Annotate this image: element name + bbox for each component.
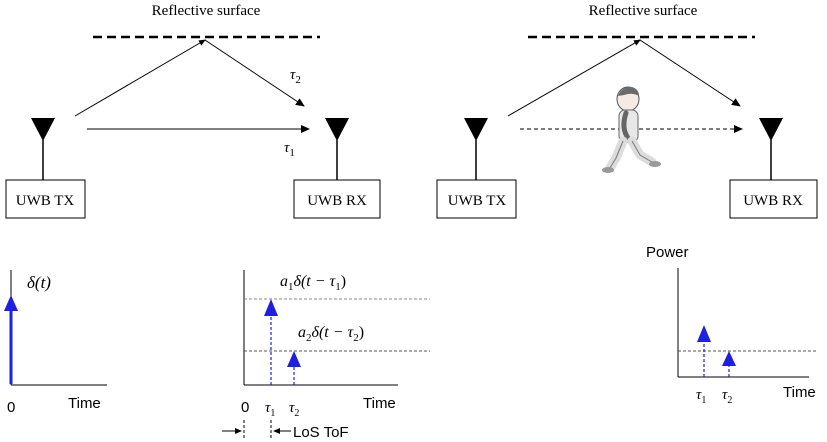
reflected-path-incoming xyxy=(507,39,641,117)
los-tof-label: LoS ToF xyxy=(293,424,349,441)
tx-box xyxy=(436,179,517,219)
tau2-label: τ2 xyxy=(290,67,301,86)
rx-label: UWB RX xyxy=(743,193,803,209)
tx-antenna-icon xyxy=(464,118,488,141)
plot-transmitted-impulse: δ(t) 0 Time xyxy=(4,270,107,416)
tau1-label: τ1 xyxy=(284,140,295,159)
plot-received-impulses: a1δ(t − τ1) a2δ(t − τ2) 0 τ1 τ2 Time LoS… xyxy=(222,270,430,441)
rx-box xyxy=(729,179,818,219)
y-axis-label: Power xyxy=(646,244,689,261)
delta-label: δ(t) xyxy=(27,273,51,292)
plot-power-profile: Power τ1 τ2 Time xyxy=(646,244,818,406)
reflected-path-incoming xyxy=(74,39,206,117)
reflective-surface-label: Reflective surface xyxy=(589,3,698,19)
tick-tau2: τ2 xyxy=(289,400,299,419)
impulse-2-label: a2δ(t − τ2) xyxy=(298,324,364,344)
tx-box xyxy=(5,179,86,219)
x-axis-label: Time xyxy=(783,384,816,401)
rx-box xyxy=(293,179,381,219)
impulse-1-label: a1δ(t − τ1) xyxy=(280,273,346,293)
x-axis-label: Time xyxy=(68,395,101,412)
impulse-2-arrow-icon xyxy=(287,351,301,367)
reflected-path-outgoing xyxy=(639,39,741,107)
tick-tau2: τ2 xyxy=(722,387,732,406)
tx-label: UWB TX xyxy=(448,193,507,209)
walking-person-icon xyxy=(602,86,661,173)
rx-label: UWB RX xyxy=(307,193,367,209)
reflected-path-outgoing xyxy=(204,39,305,107)
impulse-1-arrow-icon xyxy=(697,325,711,342)
x-axis-label: Time xyxy=(363,395,396,412)
rx-antenna-icon xyxy=(759,118,783,141)
origin-label: 0 xyxy=(7,399,15,416)
rx-antenna-icon xyxy=(325,118,349,141)
reflective-surface-label: Reflective surface xyxy=(152,3,261,19)
impulse-1-arrow-icon xyxy=(264,299,278,316)
tx-antenna-icon xyxy=(31,118,55,141)
impulse-arrow-icon xyxy=(4,295,18,311)
impulse-2-arrow-icon xyxy=(722,351,736,366)
origin-label: 0 xyxy=(241,399,249,416)
tick-tau1: τ1 xyxy=(696,387,706,406)
tx-label: UWB TX xyxy=(16,193,75,209)
tick-tau1: τ1 xyxy=(265,400,275,419)
scenario-los: Reflective surface τ2 τ1 UWB TX UWB RX xyxy=(5,3,381,219)
scenario-blocked: Reflective surface UWB TX UWB RX xyxy=(436,3,818,219)
